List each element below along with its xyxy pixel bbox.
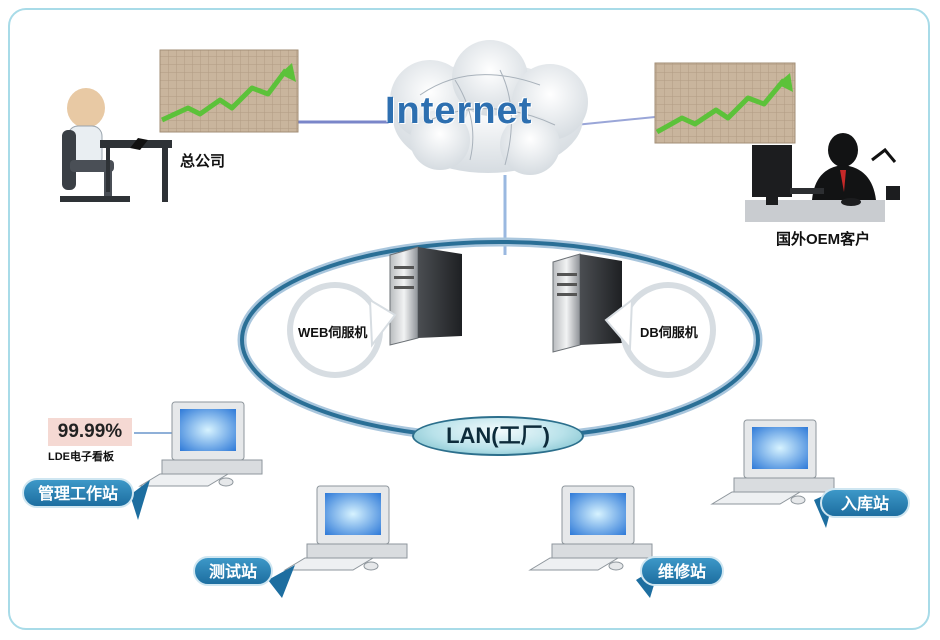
internet-label: Internet	[385, 90, 533, 132]
management-station-badge: 管理工作站	[22, 478, 134, 508]
chart-icon	[159, 49, 299, 133]
head-office-label: 总公司	[180, 153, 226, 170]
person-at-desk-icon	[745, 133, 900, 222]
chart-icon	[654, 62, 796, 144]
led-display-value: 99.99%	[48, 418, 132, 446]
computer-icon	[138, 401, 263, 487]
repair-station-badge: 维修站	[640, 556, 724, 586]
server-icon	[552, 253, 622, 353]
web-server-label: WEB伺服机	[298, 325, 368, 340]
oem-customer-label: 国外OEM客户	[776, 231, 871, 248]
person-at-desk-icon	[60, 88, 172, 202]
db-server-callout	[604, 282, 716, 378]
lan-label: LAN(工厂)	[412, 416, 584, 456]
computer-icon	[710, 419, 835, 505]
warehouse-station-badge: 入库站	[820, 488, 910, 518]
db-server-label: DB伺服机	[640, 325, 698, 340]
web-server-callout	[287, 282, 397, 378]
computer-icon	[283, 485, 408, 571]
computer-icon	[528, 485, 653, 571]
cloud-icon	[390, 40, 588, 175]
test-station-badge: 测试站	[193, 556, 273, 586]
server-icon	[389, 246, 462, 346]
led-display-caption: LDE电子看板	[48, 451, 114, 463]
